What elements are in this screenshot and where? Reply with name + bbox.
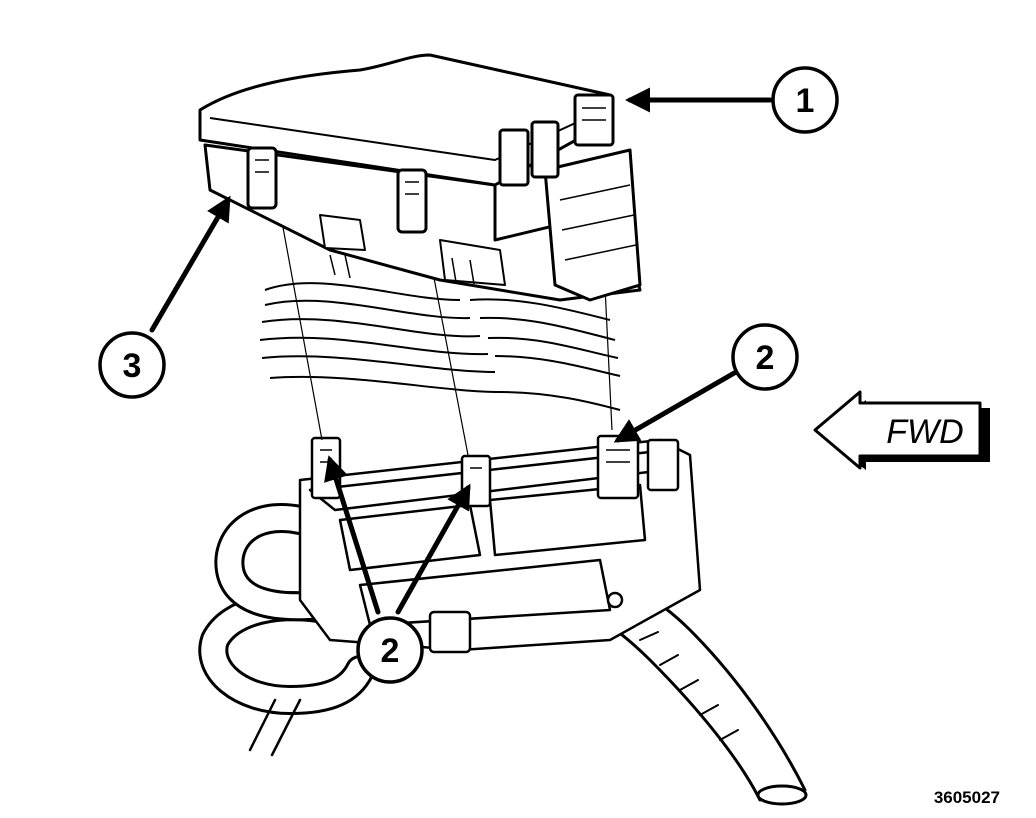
callout-2-bottom: 2: [356, 616, 424, 684]
callout-2-right: 2: [731, 323, 799, 391]
fwd-label: FWD: [886, 413, 963, 451]
forward-direction-arrow: FWD: [813, 390, 990, 470]
svg-text:1: 1: [796, 82, 815, 120]
figure-id: 3605027: [934, 788, 1000, 807]
svg-text:3: 3: [123, 347, 142, 385]
power-distribution-center: [198, 53, 642, 302]
leader-arrow-2-bottom-right: [395, 483, 471, 615]
leader-arrow-2-right: [613, 369, 739, 443]
leader-arrow-3: [149, 195, 231, 333]
svg-text:2: 2: [381, 632, 400, 670]
callout-1: 1: [771, 66, 839, 134]
leader-arrows: [149, 87, 773, 615]
mounting-bracket: [298, 434, 702, 654]
leader-arrow-2-bottom-left: [324, 455, 381, 615]
svg-text:2: 2: [756, 339, 775, 377]
callout-3: 3: [98, 331, 166, 399]
